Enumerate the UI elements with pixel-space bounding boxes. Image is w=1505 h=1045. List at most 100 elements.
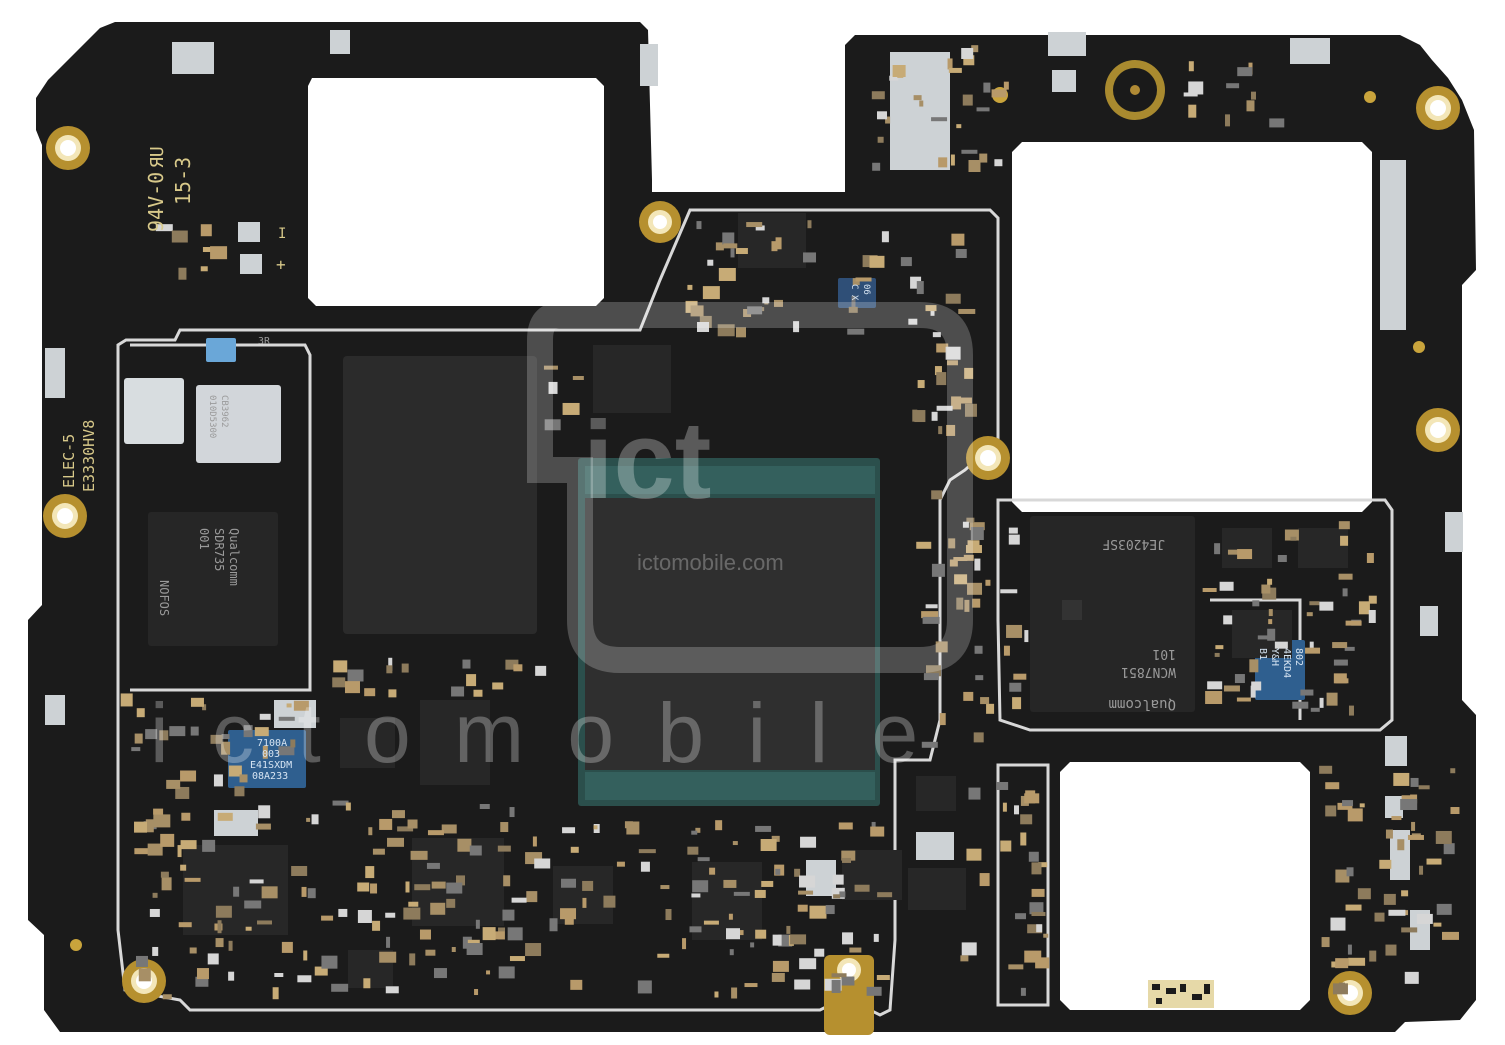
passive-component xyxy=(1261,584,1271,594)
passive-component xyxy=(479,804,490,810)
passive-component xyxy=(885,116,891,124)
small-blue-line1: C X xyxy=(849,284,859,301)
passive-component xyxy=(1024,793,1040,804)
passive-component xyxy=(1338,573,1353,580)
passive-component xyxy=(1226,83,1240,89)
passive-component xyxy=(1027,924,1043,934)
passive-component xyxy=(1202,588,1217,593)
passive-component xyxy=(956,124,962,129)
memory-chip xyxy=(343,356,537,634)
passive-component xyxy=(1369,950,1377,962)
passive-component xyxy=(1225,114,1231,127)
passive-component xyxy=(938,426,943,435)
passive-component xyxy=(1335,869,1350,883)
passive-component xyxy=(968,160,981,173)
passive-component xyxy=(171,230,188,243)
passive-component xyxy=(509,956,525,962)
passive-component xyxy=(370,883,378,894)
passive-component xyxy=(532,836,537,847)
passive-component xyxy=(177,845,182,858)
passive-component xyxy=(1332,642,1348,649)
passive-component xyxy=(291,865,308,876)
passive-component xyxy=(1426,858,1442,865)
passive-component xyxy=(213,774,223,787)
passive-component xyxy=(582,880,594,891)
passive-component xyxy=(697,857,710,862)
passive-component xyxy=(1300,689,1314,696)
passive-component xyxy=(1267,628,1276,641)
passive-component xyxy=(841,850,856,861)
passive-component xyxy=(262,745,268,759)
passive-component xyxy=(1383,893,1396,905)
passive-component xyxy=(419,929,431,940)
passive-component xyxy=(755,825,772,832)
passive-component xyxy=(728,913,733,920)
microphone-port xyxy=(1105,60,1165,120)
passive-component xyxy=(1020,832,1027,846)
passive-component xyxy=(955,248,967,258)
passive-component xyxy=(873,933,879,942)
passive-component xyxy=(1013,673,1027,680)
passive-component xyxy=(543,365,558,370)
passive-component xyxy=(257,920,273,925)
passive-component xyxy=(572,375,584,380)
blue-left-line2: 003 xyxy=(262,749,280,760)
passive-component xyxy=(1388,909,1406,916)
pmic-line2: 001 xyxy=(197,528,211,550)
passive-component xyxy=(948,67,962,73)
passive-component xyxy=(1012,697,1022,710)
passive-component xyxy=(1441,931,1459,940)
passive-component xyxy=(709,867,716,875)
passive-components xyxy=(120,45,1460,1000)
passive-component xyxy=(747,306,763,315)
passive-component xyxy=(169,726,186,737)
passive-component xyxy=(321,915,334,921)
passive-component xyxy=(221,741,231,755)
passive-component xyxy=(732,841,738,846)
passive-component xyxy=(1188,61,1194,72)
passive-component xyxy=(433,968,447,979)
passive-component xyxy=(731,987,738,999)
passive-component xyxy=(1338,982,1345,992)
passive-component xyxy=(1008,964,1024,970)
passive-component xyxy=(1342,800,1354,807)
passive-component xyxy=(202,704,207,711)
passive-component xyxy=(549,918,558,932)
pmic-line3: Qualcomm xyxy=(227,528,241,586)
passive-component xyxy=(1321,937,1330,948)
passive-component xyxy=(842,932,854,945)
passive-component xyxy=(492,682,504,690)
passive-component xyxy=(970,527,984,541)
passive-component xyxy=(807,220,812,229)
passive-component xyxy=(1342,588,1348,597)
passive-component xyxy=(833,894,841,899)
passive-component xyxy=(1416,913,1433,924)
passive-component xyxy=(775,868,781,875)
passive-component xyxy=(1223,685,1240,692)
passive-component xyxy=(935,641,948,653)
passive-component xyxy=(991,89,1007,98)
watermark-logo-text: ict xyxy=(583,399,711,522)
passive-component xyxy=(963,691,974,701)
passive-component xyxy=(958,308,976,314)
passive-component xyxy=(971,45,979,53)
passive-component xyxy=(180,840,197,850)
passive-component xyxy=(160,871,169,878)
passive-component xyxy=(1306,612,1313,617)
pmic-chip xyxy=(148,512,278,646)
passive-component xyxy=(922,616,940,624)
passive-component xyxy=(682,938,687,950)
passive-component xyxy=(1269,118,1285,128)
passive-component xyxy=(1410,794,1418,804)
passive-component xyxy=(945,293,961,304)
passive-component xyxy=(149,908,160,917)
passive-component xyxy=(733,891,750,896)
passive-component xyxy=(462,659,471,669)
passive-component xyxy=(195,976,209,987)
passive-component xyxy=(372,920,381,931)
passive-component xyxy=(697,321,710,332)
passive-component xyxy=(938,157,948,168)
passive-component xyxy=(1309,641,1314,652)
passive-component xyxy=(1268,619,1273,625)
passive-component xyxy=(872,162,881,171)
